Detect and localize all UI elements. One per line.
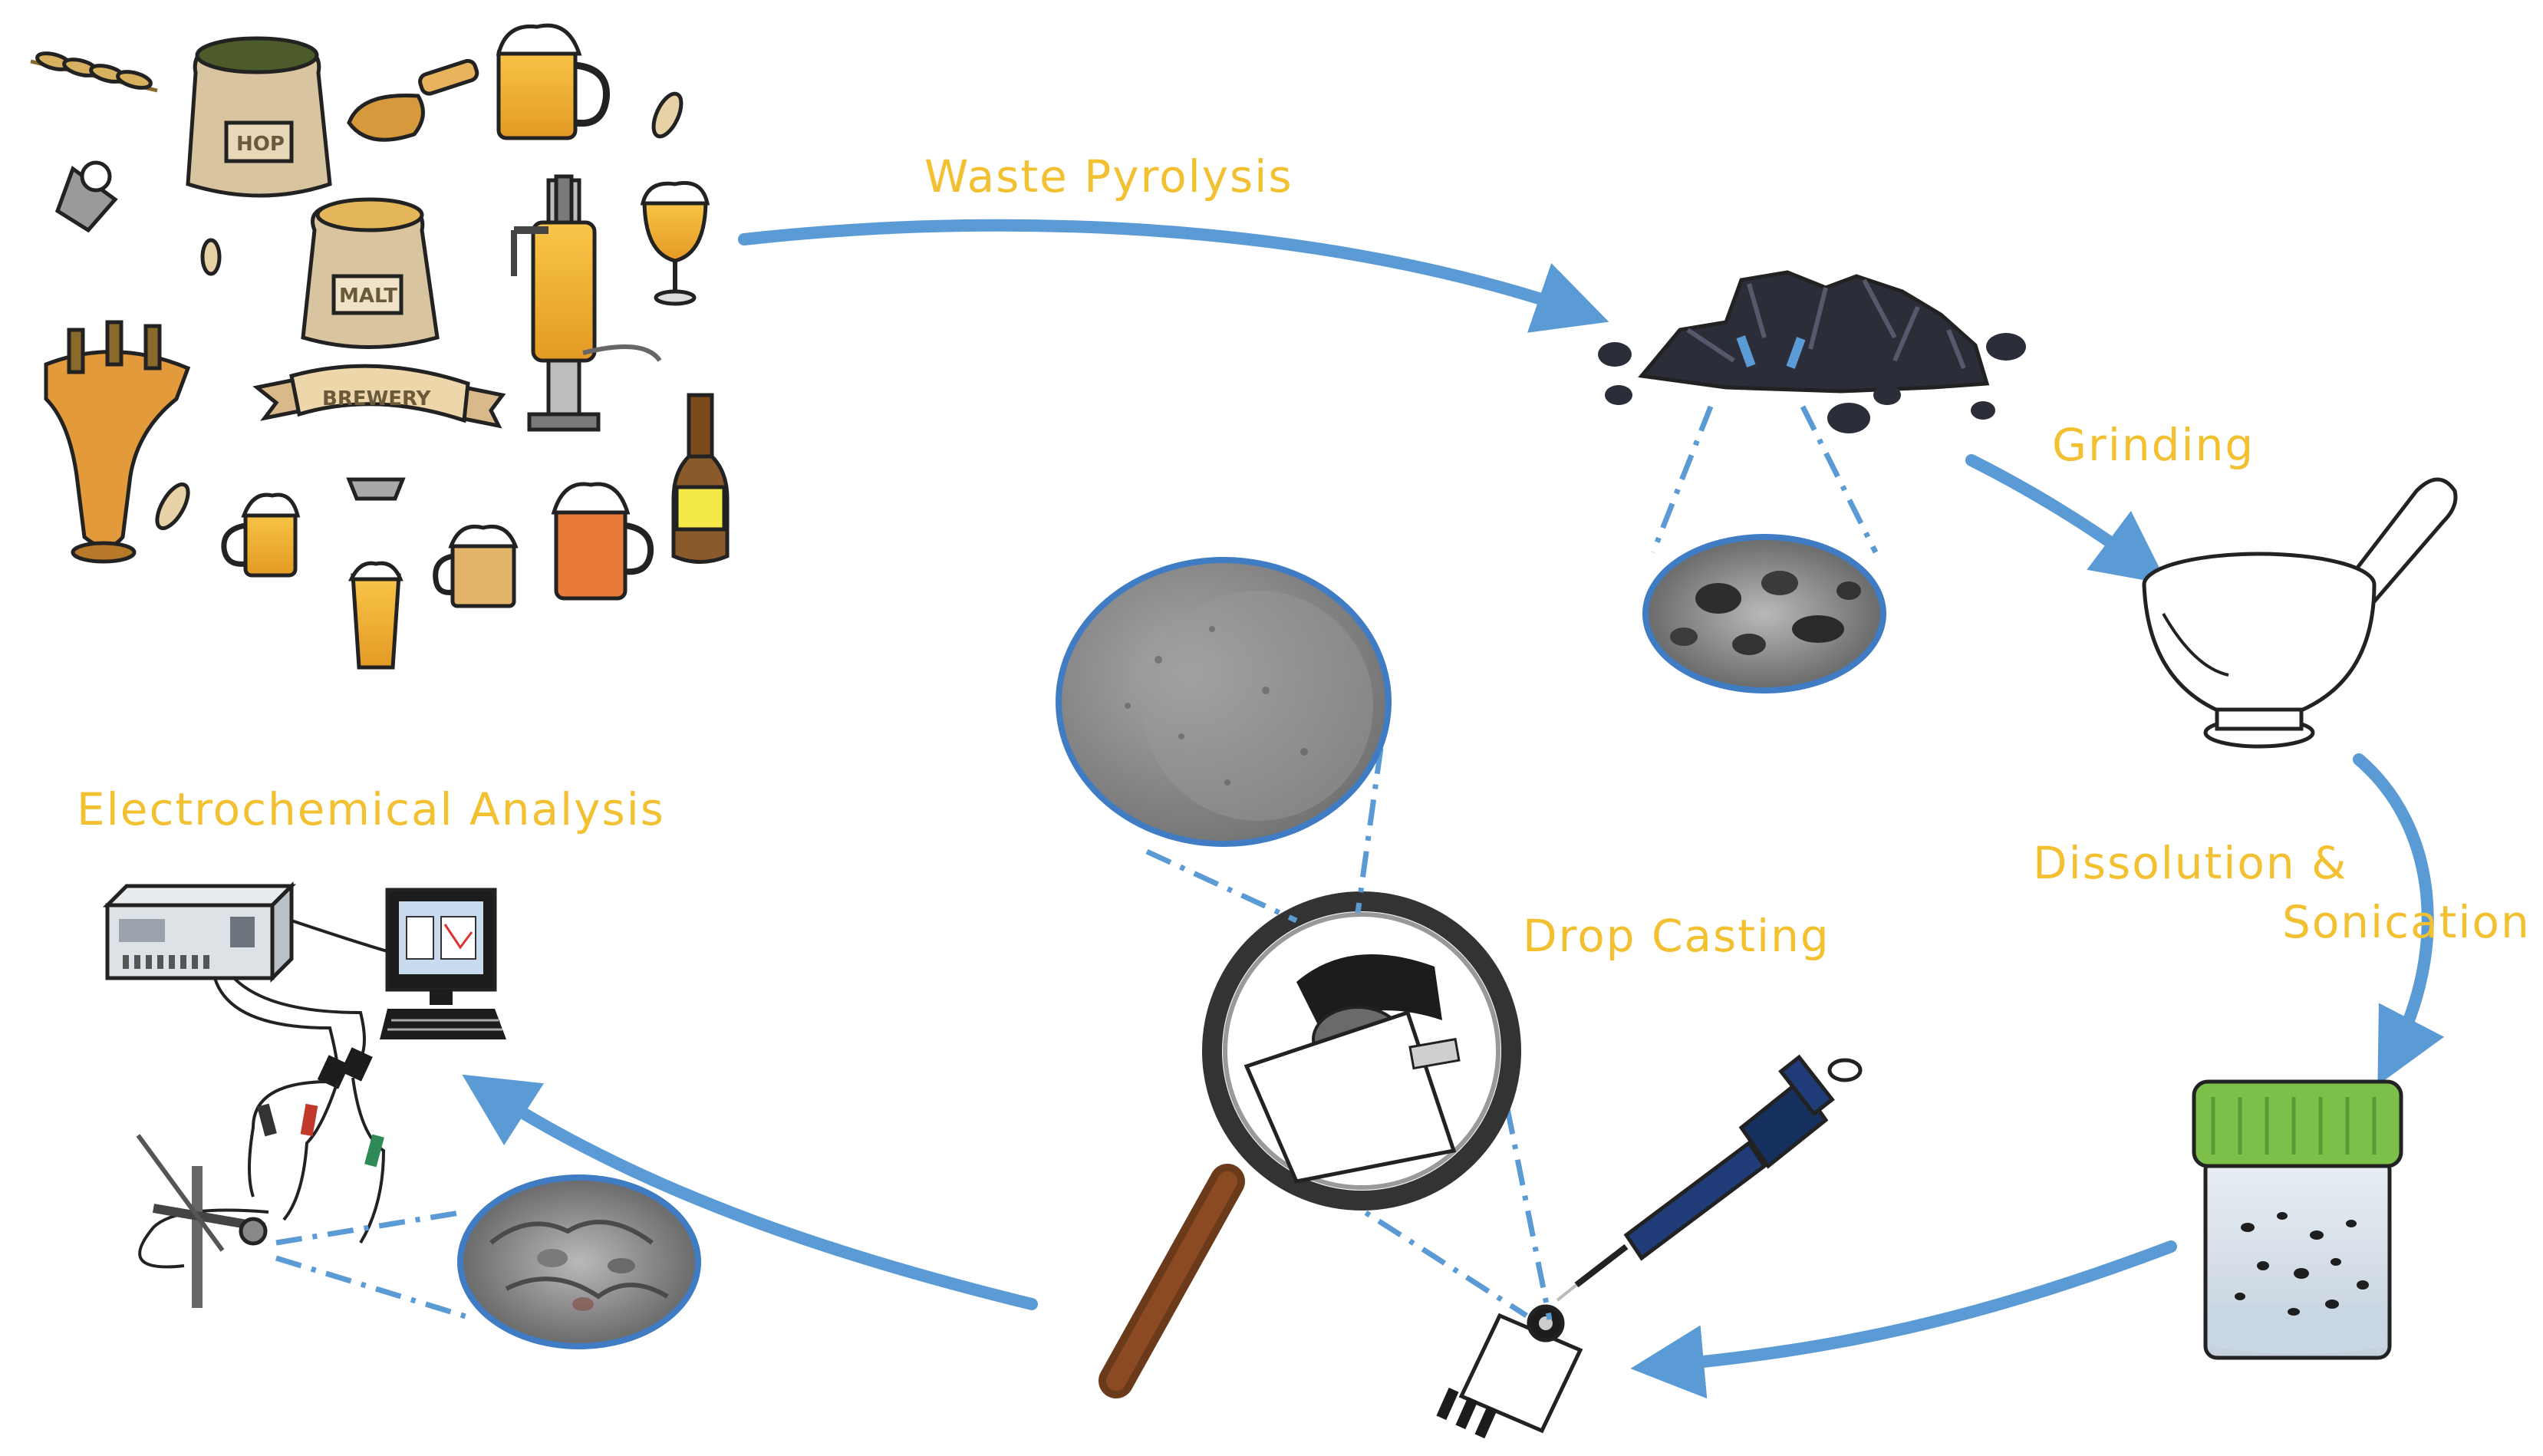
step-labels: Waste Pyrolysis Grinding Dissolution & S… [77,150,2531,962]
arrow-to-pyrolysis [738,219,1609,333]
beer-tap-icon [511,174,662,432]
beer-glass-icon [640,181,710,306]
seed-icon [155,482,190,531]
zoom-line [1650,405,1714,554]
label-grinding: Grinding [2052,419,2255,471]
mortar-and-pestle [2142,477,2458,749]
beer-stein-icon [551,482,654,601]
label-electrochemical-analysis: Electrochemical Analysis [77,783,665,835]
screen-printed-electrode [1436,1304,1583,1439]
wooden-mug-icon [433,525,519,608]
electrochemical-cell-stand [136,919,388,1308]
micropipette [1556,1054,1863,1302]
sem-zoom-modified-electrode [457,1174,701,1349]
label-drop-casting: Drop Casting [1523,910,1830,962]
magnifying-glass [1099,891,1521,1398]
zoom-line [275,1209,465,1246]
beer-tower-icon [44,320,191,564]
zoom-line [1333,1191,1528,1318]
arrow-to-grinding [1965,454,2168,585]
label-dissolution-1: Dissolution & [2033,837,2347,889]
arrow-to-drop-casting [1630,1240,2177,1399]
potentiostat [102,881,297,983]
sem-zoom-electrode-surface [1056,557,1392,847]
electrode-surface-zoom [1244,954,1461,1184]
vial-with-dispersion [2192,1079,2403,1360]
malt-sack-icon: MALT [301,197,440,349]
computer [380,888,506,1039]
brewery-banner-icon: BREWERY [252,364,506,429]
zoom-line [275,1255,477,1323]
brewery-waste-collage: HOP MALT [30,23,730,670]
zoom-line [1145,848,1298,924]
arrow-to-analysis [462,1074,1038,1310]
zoom-line [1504,1108,1553,1320]
label-waste-pyrolysis: Waste Pyrolysis [924,150,1293,203]
label-dissolution-2: Sonication [2282,896,2531,948]
malt-sack-text: MALT [339,285,397,308]
beer-bottle-icon [671,393,730,564]
arrow-to-dissolution [2353,753,2445,1085]
seed-icon [651,91,684,139]
brewery-banner-text: BREWERY [322,387,432,410]
hop-sack-text: HOP [236,133,285,156]
bottle-opener-icon [54,160,118,233]
scoop-icon [347,58,479,142]
flow-arrows [462,219,2445,1399]
beer-mug-icon [221,492,301,578]
hop-sack-icon: HOP [186,36,332,198]
wheat-icon [30,51,158,93]
biochar-pile [1598,270,2026,433]
sem-zoom-biochar [1642,534,1886,693]
beer-glass-icon [348,561,404,670]
bottle-cap-icon [346,477,406,501]
seed-icon [200,238,222,276]
beer-mug-icon [496,23,610,140]
